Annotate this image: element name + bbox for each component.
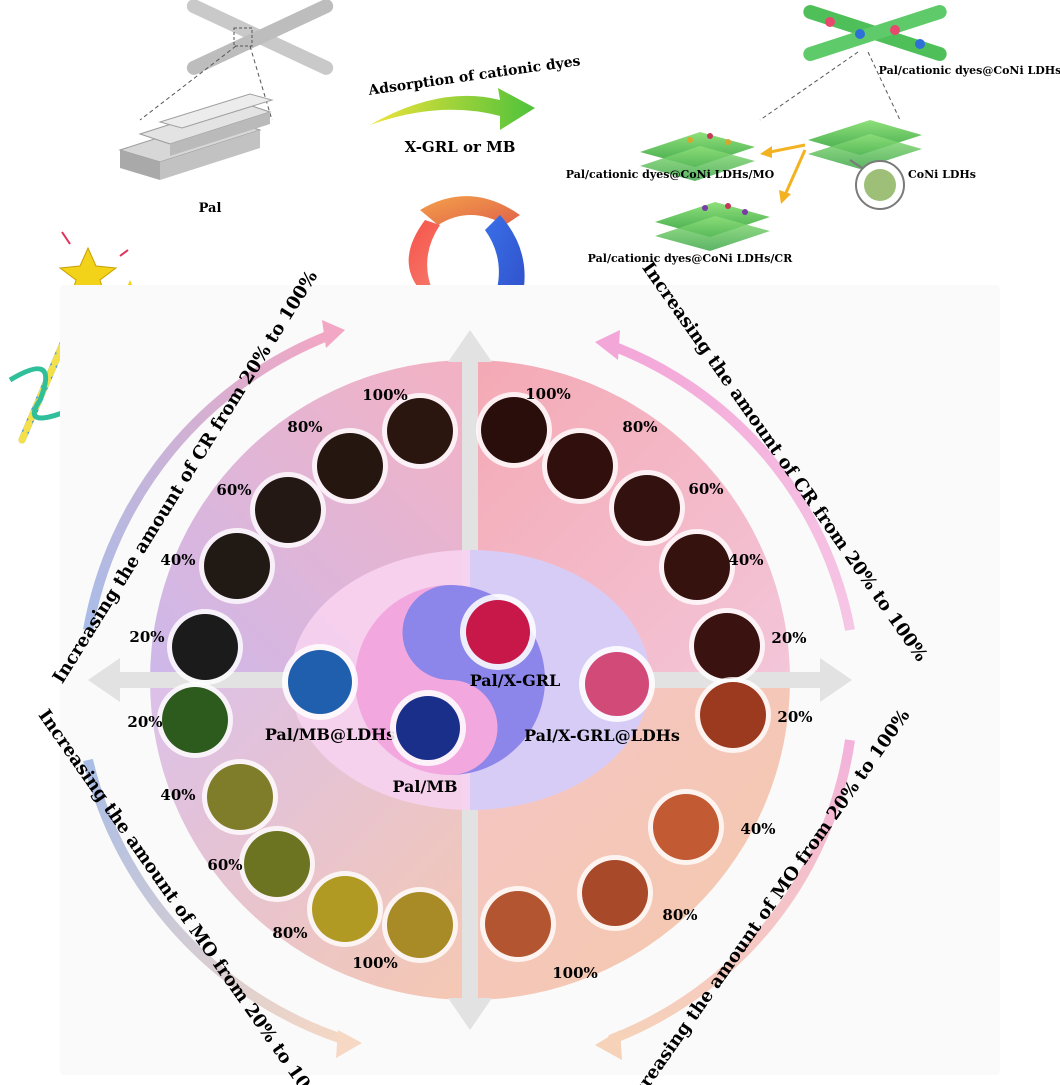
sample-dish-top_right-2 [614, 475, 680, 541]
pal-label: Pal [199, 201, 222, 216]
cr-product-label: Pal/cationic dyes@CoNi LDHs/CR [588, 252, 793, 265]
ldh-label: CoNi LDHs [908, 168, 976, 181]
sample-label-bottom_right-2: 80% [662, 906, 697, 924]
sample-label-bottom_left-3: 80% [272, 924, 307, 942]
sample-dish-top_right-3 [664, 534, 730, 600]
sample-dish-top_left-2 [255, 477, 321, 543]
process-title: Adsorption of cationic dyes [366, 53, 581, 99]
sample-dish-bottom_right-2 [582, 860, 648, 926]
sample-label-bottom_right-0: 20% [777, 708, 812, 726]
sample-label-top_left-1: 40% [160, 551, 195, 569]
sample-dish-bottom_right-1 [653, 794, 719, 860]
mo-product-label: Pal/cationic dyes@CoNi LDHs/MO [566, 168, 775, 181]
ldh-composite-illustration: Pal/cationic dyes@CoNi LDHs CoNi LDHs Pa… [566, 4, 1060, 265]
sample-label-top_right-0: 100% [525, 385, 571, 403]
sample-dish-bottom_left-1 [207, 764, 273, 830]
sample-dish-top_left-1 [204, 533, 270, 599]
composite-label: Pal/cationic dyes@CoNi LDHs [879, 64, 1060, 77]
outer-arcs [83, 320, 855, 1060]
sample-dish-bottom_right-0 [700, 682, 766, 748]
sample-pal-mb [396, 696, 460, 760]
sample-dish-bottom_left-0 [162, 687, 228, 753]
sample-dish-bottom_left-4 [387, 892, 453, 958]
adsorption-arrow: Adsorption of cationic dyes X-GRL or MB [366, 53, 581, 156]
sample-dish-top_left-4 [387, 398, 453, 464]
label-pal-mb-ldhs: Pal/MB@LDHs [265, 725, 395, 744]
sample-label-top_right-1: 80% [622, 418, 657, 436]
sample-pal-xgrl [466, 600, 530, 664]
sample-pal-xgrl-ldhs [585, 652, 649, 716]
branch-arrows-icon [760, 143, 807, 204]
arc-bottom-left [83, 758, 347, 1045]
pal-rods-icon [118, 93, 274, 180]
sample-label-top_left-0: 20% [129, 628, 164, 646]
sample-dish-bottom_left-3 [312, 876, 378, 942]
arc-top-left [83, 330, 332, 631]
sample-label-bottom_right-3: 100% [552, 964, 598, 982]
sample-label-top_left-4: 100% [362, 386, 408, 404]
sample-label-bottom_left-1: 40% [160, 786, 195, 804]
cr-product-stack-icon [655, 202, 770, 251]
mo-product-stack-icon [640, 132, 755, 181]
sample-label-top_right-4: 20% [771, 629, 806, 647]
label-pal-mb: Pal/MB [392, 777, 457, 796]
sample-dish-top_right-0 [481, 397, 547, 463]
sample-dish-top_right-1 [547, 433, 613, 499]
pal-illustration: Pal [118, 0, 334, 216]
sample-dish-top_left-3 [317, 433, 383, 499]
sample-dish-bottom_right-3 [485, 891, 551, 957]
sample-label-bottom_left-4: 100% [352, 954, 398, 972]
coni-ldh-stack-icon [808, 120, 922, 169]
label-pal-xgrl: Pal/X-GRL [470, 671, 561, 690]
composite-rods-icon [803, 4, 947, 62]
sample-label-bottom_left-0: 20% [127, 713, 162, 731]
sample-label-top_left-2: 60% [216, 481, 251, 499]
center-samples: Pal/X-GRL Pal/X-GRL@LDHs Pal/MB@LDHs Pal… [265, 594, 680, 796]
arc-top-right [608, 340, 855, 631]
sample-dish-top_right-4 [694, 613, 760, 679]
arc-bottom-right [608, 739, 855, 1045]
sample-label-top_right-3: 40% [728, 551, 763, 569]
label-pal-xgrl-ldhs: Pal/X-GRL@LDHs [524, 726, 680, 745]
sample-label-top_left-3: 80% [287, 418, 322, 436]
sample-dish-bottom_left-2 [244, 831, 310, 897]
sample-label-top_right-2: 60% [688, 480, 723, 498]
sample-dishes: 20% 40% 60% 80% 100% 100% 80% 60% 40% 20% 20% 40% 60… [127, 385, 812, 982]
process-subtitle: X-GRL or MB [405, 138, 516, 156]
sample-label-bottom_right-1: 40% [740, 820, 775, 838]
sample-dish-top_left-0 [172, 614, 238, 680]
sample-pal-mb-ldhs [288, 650, 352, 714]
sample-label-bottom_left-2: 60% [207, 856, 242, 874]
